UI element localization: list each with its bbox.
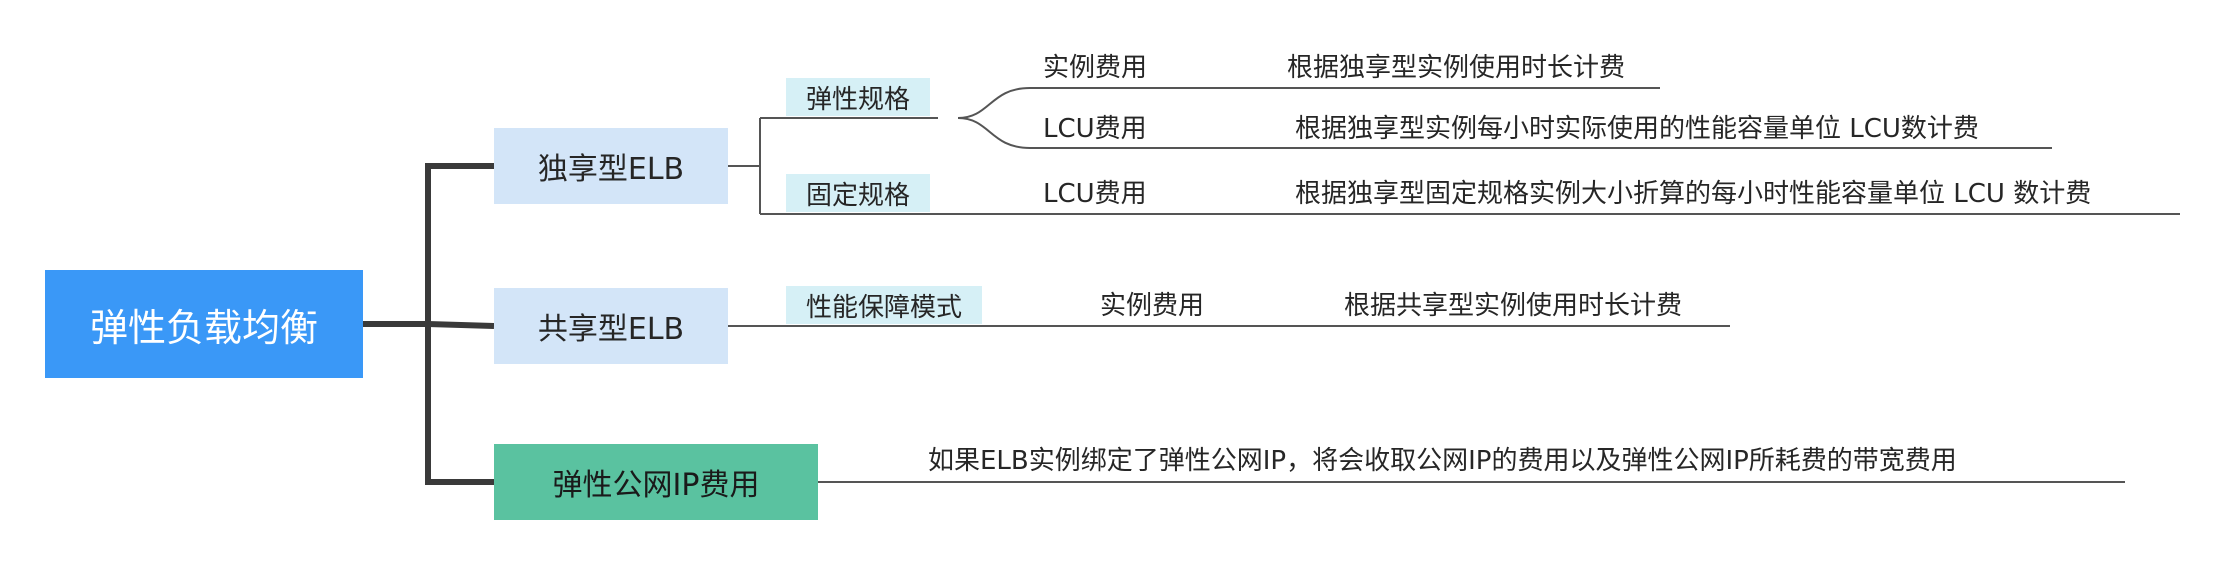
branch-connector-exclusive	[425, 163, 494, 324]
root-node[interactable]: 弹性负载均衡	[45, 270, 363, 378]
exclusive-elb-node[interactable]: 独享型ELB	[494, 128, 728, 204]
shared-instance-fee-desc[interactable]: 根据共享型实例使用时长计费	[1344, 291, 1683, 321]
fixed-spec-node[interactable]: 固定规格	[786, 174, 931, 212]
shared-elb-node[interactable]: 共享型ELB	[494, 288, 728, 364]
fixed-lcu-fee-label[interactable]: LCU费用	[1043, 179, 1147, 209]
performance-mode-node[interactable]: 性能保障模式	[786, 286, 983, 324]
elastic-fork-up	[957, 87, 1031, 119]
branch-connector-shared	[427, 321, 495, 329]
elastic-spec-node[interactable]: 弹性规格	[786, 78, 931, 116]
shared-instance-fee-label[interactable]: 实例费用	[1100, 291, 1205, 321]
lcu-fee-label[interactable]: LCU费用	[1043, 114, 1147, 144]
lcu-fee-desc[interactable]: 根据独享型实例每小时实际使用的性能容量单位 LCU数计费	[1295, 114, 1979, 144]
branch-connector-eip	[425, 324, 494, 485]
eip-fee-node[interactable]: 弹性公网IP费用	[494, 444, 818, 520]
instance-fee-label[interactable]: 实例费用	[1043, 53, 1148, 83]
elastic-fork-down	[957, 117, 1031, 149]
fixed-lcu-fee-desc[interactable]: 根据独享型固定规格实例大小折算的每小时性能容量单位 LCU 数计费	[1295, 179, 2092, 209]
eip-fee-desc[interactable]: 如果ELB实例绑定了弹性公网IP，将会收取公网IP的费用以及弹性公网IP所耗费的…	[928, 446, 1957, 476]
instance-fee-desc[interactable]: 根据独享型实例使用时长计费	[1287, 53, 1626, 83]
